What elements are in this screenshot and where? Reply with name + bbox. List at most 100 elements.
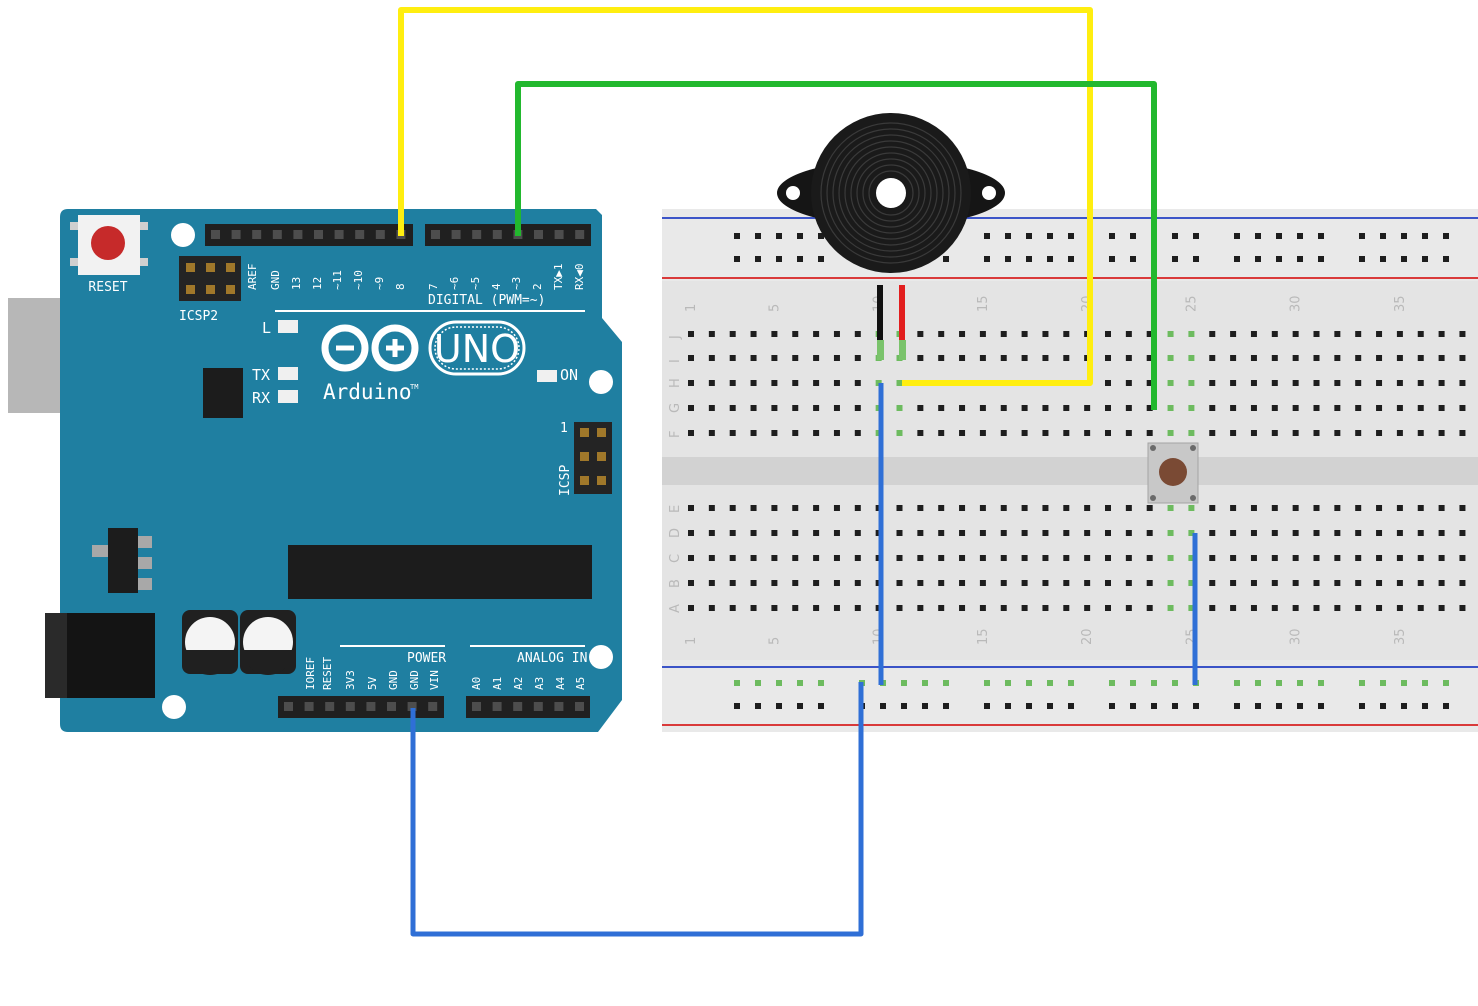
header-pin[interactable] (272, 230, 282, 239)
breadboard-hole[interactable] (959, 580, 966, 586)
breadboard-hole[interactable] (1063, 505, 1070, 511)
breadboard-hole[interactable] (979, 331, 986, 337)
rail-hole[interactable] (734, 233, 740, 239)
breadboard-hole[interactable] (688, 380, 694, 386)
breadboard-hole[interactable] (979, 430, 986, 436)
breadboard-hole[interactable] (959, 605, 966, 611)
rail-hole[interactable] (1234, 680, 1240, 686)
rail-hole[interactable] (1234, 703, 1240, 709)
breadboard-hole[interactable] (1376, 331, 1383, 337)
rail-hole[interactable] (1193, 233, 1199, 239)
rail-hole[interactable] (776, 256, 782, 262)
breadboard-hole[interactable] (688, 355, 694, 361)
rail-hole[interactable] (943, 256, 949, 262)
breadboard-hole[interactable] (1167, 430, 1174, 436)
header-pin[interactable] (451, 230, 461, 239)
header-pin[interactable] (345, 702, 355, 711)
breadboard-hole[interactable] (708, 430, 715, 436)
breadboard-hole[interactable] (1438, 530, 1445, 536)
rail-hole[interactable] (797, 256, 803, 262)
breadboard-hole[interactable] (1188, 580, 1195, 586)
breadboard-hole[interactable] (729, 405, 736, 411)
breadboard-hole[interactable] (1334, 505, 1341, 511)
breadboard-hole[interactable] (1063, 555, 1070, 561)
breadboard-hole[interactable] (1396, 580, 1403, 586)
breadboard-hole[interactable] (833, 355, 840, 361)
breadboard-hole[interactable] (979, 355, 986, 361)
breadboard-hole[interactable] (708, 555, 715, 561)
rail-hole[interactable] (1130, 256, 1136, 262)
breadboard-hole[interactable] (1084, 505, 1091, 511)
rail-hole[interactable] (1047, 256, 1053, 262)
rail-hole[interactable] (1047, 703, 1053, 709)
breadboard-hole[interactable] (708, 331, 715, 337)
breadboard-hole[interactable] (938, 530, 945, 536)
rail-hole[interactable] (1422, 256, 1428, 262)
breadboard-hole[interactable] (1459, 355, 1466, 361)
breadboard-hole[interactable] (979, 580, 986, 586)
breadboard-hole[interactable] (1021, 355, 1028, 361)
breadboard-hole[interactable] (1271, 530, 1278, 536)
header-pin[interactable] (472, 230, 482, 239)
rail-hole[interactable] (1172, 680, 1178, 686)
rail-hole[interactable] (1026, 703, 1032, 709)
breadboard-hole[interactable] (750, 380, 757, 386)
breadboard-hole[interactable] (771, 405, 778, 411)
breadboard-hole[interactable] (750, 405, 757, 411)
header-pin[interactable] (580, 452, 589, 461)
breadboard-hole[interactable] (833, 430, 840, 436)
breadboard-hole[interactable] (750, 580, 757, 586)
breadboard-hole[interactable] (708, 505, 715, 511)
breadboard-hole[interactable] (708, 530, 715, 536)
breadboard-hole[interactable] (729, 505, 736, 511)
breadboard-hole[interactable] (1188, 355, 1195, 361)
header-pin[interactable] (211, 230, 220, 239)
header-pin[interactable] (575, 230, 585, 239)
breadboard-hole[interactable] (1438, 430, 1445, 436)
breadboard-hole[interactable] (1271, 605, 1278, 611)
breadboard-hole[interactable] (1355, 555, 1362, 561)
breadboard-hole[interactable] (792, 555, 799, 561)
breadboard-hole[interactable] (1230, 380, 1237, 386)
rail-hole[interactable] (984, 233, 990, 239)
breadboard-hole[interactable] (1000, 355, 1007, 361)
rail-hole[interactable] (1026, 233, 1032, 239)
breadboard-hole[interactable] (1313, 430, 1320, 436)
breadboard-hole[interactable] (896, 530, 903, 536)
breadboard-hole[interactable] (1084, 405, 1091, 411)
rail-hole[interactable] (1276, 256, 1282, 262)
rail-hole[interactable] (901, 680, 907, 686)
breadboard-hole[interactable] (1146, 405, 1153, 411)
breadboard-hole[interactable] (1313, 331, 1320, 337)
rail-hole[interactable] (1234, 233, 1240, 239)
rail-hole[interactable] (1297, 703, 1303, 709)
breadboard-hole[interactable] (1271, 580, 1278, 586)
breadboard-hole[interactable] (792, 380, 799, 386)
breadboard-hole[interactable] (1042, 355, 1049, 361)
breadboard-hole[interactable] (1125, 555, 1132, 561)
rail-hole[interactable] (1401, 256, 1407, 262)
breadboard-hole[interactable] (1105, 380, 1111, 386)
rail-hole[interactable] (1172, 703, 1178, 709)
breadboard-hole[interactable] (1105, 405, 1111, 411)
breadboard-hole[interactable] (1125, 605, 1132, 611)
rail-hole[interactable] (776, 703, 782, 709)
rail-hole[interactable] (734, 703, 740, 709)
breadboard-hole[interactable] (688, 430, 694, 436)
rail-hole[interactable] (1109, 256, 1115, 262)
breadboard-hole[interactable] (1438, 555, 1445, 561)
breadboard-hole[interactable] (1355, 380, 1362, 386)
breadboard-hole[interactable] (1209, 505, 1216, 511)
breadboard-hole[interactable] (1021, 555, 1028, 561)
breadboard-hole[interactable] (1438, 405, 1445, 411)
breadboard-hole[interactable] (771, 530, 778, 536)
header-pin[interactable] (575, 702, 584, 711)
breadboard-hole[interactable] (792, 530, 799, 536)
breadboard-hole[interactable] (1105, 505, 1111, 511)
breadboard-hole[interactable] (959, 505, 966, 511)
breadboard-hole[interactable] (1230, 331, 1237, 337)
breadboard-hole[interactable] (833, 530, 840, 536)
breadboard-hole[interactable] (1230, 430, 1237, 436)
breadboard-hole[interactable] (1063, 430, 1070, 436)
reset-button-cap[interactable] (91, 226, 125, 260)
